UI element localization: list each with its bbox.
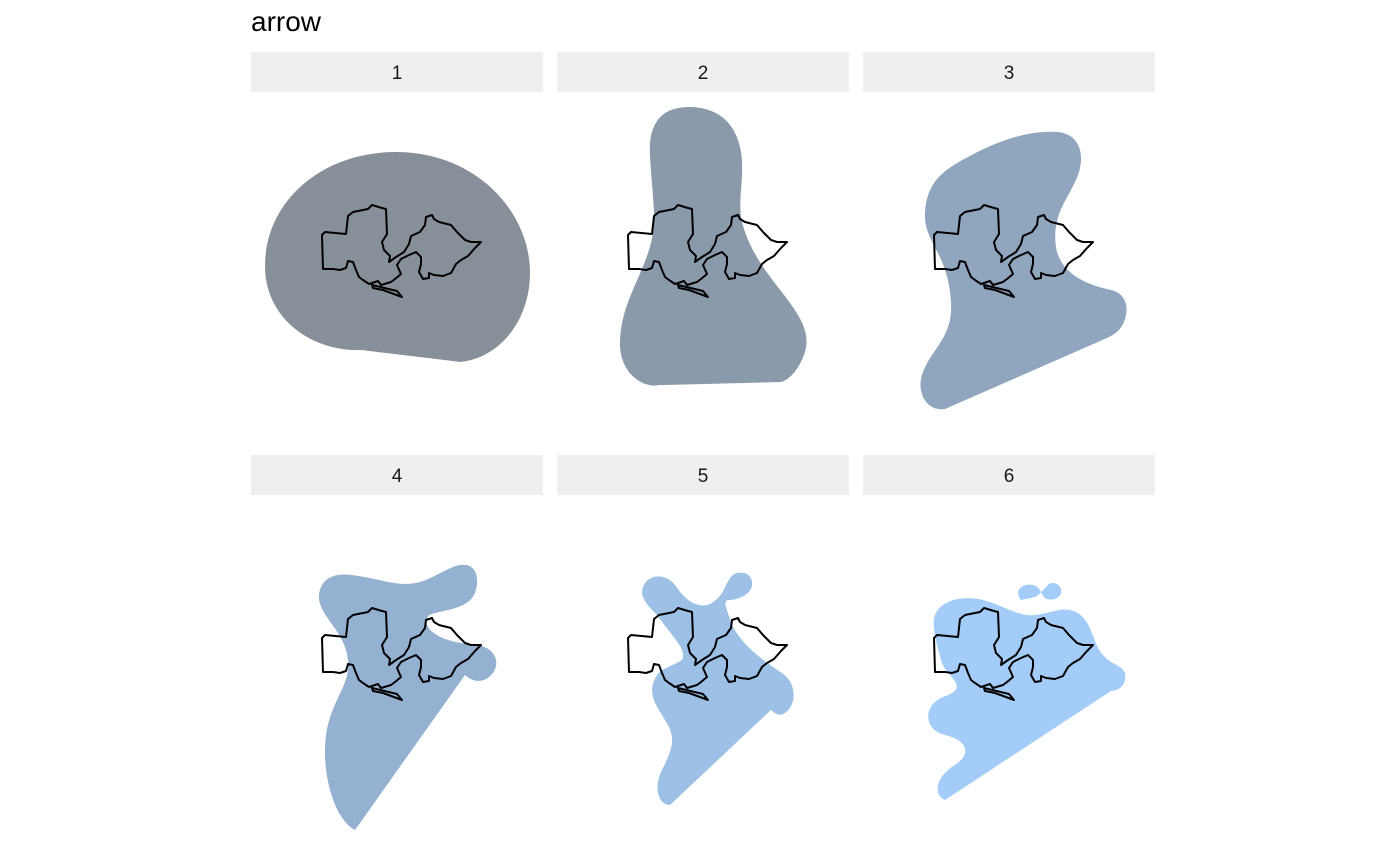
facet-panel-3: 3 [863, 52, 1155, 410]
map-outline-3 [933, 204, 1094, 298]
facet-panel-5: 5 [557, 455, 849, 805]
facet-strip-label-3: 3 [1004, 63, 1015, 84]
facet-panel-6: 6 [863, 455, 1155, 800]
facet-strip-4 [251, 455, 543, 495]
facet-strip-3 [863, 52, 1155, 92]
facet-strip-label-2: 2 [698, 63, 709, 84]
blob-bubble-6 [1018, 582, 1062, 600]
facet-strip-label-4: 4 [392, 466, 403, 487]
map-outline-5 [627, 607, 788, 701]
facet-panel-4: 4 [251, 455, 543, 830]
blob-shape-5 [642, 572, 794, 805]
facet-panel-1: 1 [251, 52, 543, 362]
facet-strip-5 [557, 455, 849, 495]
map-outline-1 [321, 204, 482, 298]
facet-panel-2: 2 [557, 52, 849, 386]
blob-shape-3 [920, 131, 1127, 410]
map-outline-4 [321, 607, 482, 701]
chart-title: arrow [251, 6, 322, 37]
facet-strip-label-1: 1 [392, 63, 403, 84]
blob-shape-6 [928, 598, 1126, 800]
map-outline-6 [933, 607, 1094, 701]
facet-strip-label-6: 6 [1004, 466, 1015, 487]
facet-strip-label-5: 5 [698, 466, 709, 487]
facet-strip-1 [251, 52, 543, 92]
facet-strip-6 [863, 455, 1155, 495]
blob-shape-4 [318, 564, 497, 830]
facet-strip-2 [557, 52, 849, 92]
map-outline-2 [627, 204, 788, 298]
